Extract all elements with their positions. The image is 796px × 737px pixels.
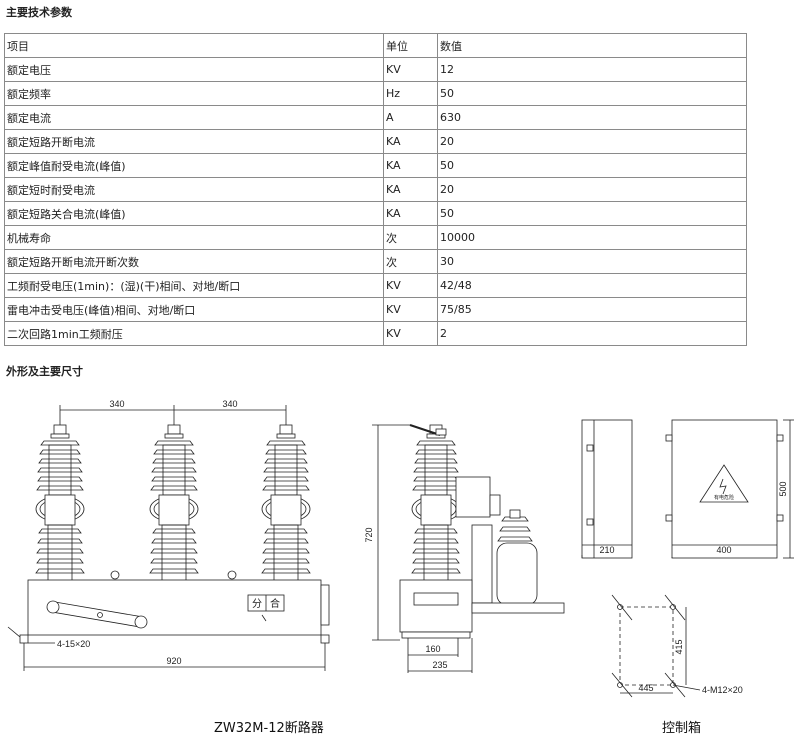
dimension-drawing: 340 340 分 合 4-15×20 920 bbox=[7, 399, 794, 698]
value-cell: 30 bbox=[437, 249, 747, 274]
unit-cell: 单位 bbox=[383, 33, 438, 58]
table-header-row: 项目单位数值 bbox=[4, 33, 747, 58]
side-dim-a: 160 bbox=[425, 644, 440, 654]
param-name-cell: 雷电冲击受电压(峰值)相间、对地/断口 bbox=[4, 297, 384, 322]
unit-cell: KA bbox=[383, 129, 438, 154]
switch-close-label: 合 bbox=[270, 597, 280, 610]
dimensions-heading: 外形及主要尺寸 bbox=[6, 365, 83, 378]
param-name-cell: 额定短路开断电流 bbox=[4, 129, 384, 154]
box-depth-label: 210 bbox=[599, 545, 614, 555]
value-cell: 12 bbox=[437, 57, 747, 82]
value-cell: 50 bbox=[437, 153, 747, 178]
caption-control-box: 控制箱 bbox=[662, 721, 702, 736]
caption-breaker: ZW32M-12断路器 bbox=[214, 721, 324, 736]
mount-width-label: 445 bbox=[638, 683, 653, 693]
mount-height-label: 415 bbox=[674, 639, 684, 654]
side-dim-b: 235 bbox=[432, 660, 447, 670]
unit-cell: KV bbox=[383, 273, 438, 298]
pitch-label-1: 340 bbox=[109, 399, 124, 409]
value-cell: 75/85 bbox=[437, 297, 747, 322]
switch-open-label: 分 bbox=[252, 598, 262, 610]
param-name-cell: 二次回路1min工频耐压 bbox=[4, 321, 384, 346]
warning-text: 有电危险 bbox=[714, 494, 734, 501]
holes-label: 4-15×20 bbox=[57, 639, 90, 649]
unit-cell: Hz bbox=[383, 81, 438, 106]
unit-cell: KV bbox=[383, 297, 438, 322]
value-cell: 20 bbox=[437, 177, 747, 202]
unit-cell: KA bbox=[383, 201, 438, 226]
value-cell: 10000 bbox=[437, 225, 747, 250]
unit-cell: KV bbox=[383, 57, 438, 82]
value-cell: 50 bbox=[437, 201, 747, 226]
side-view: 720 160 235 bbox=[364, 424, 565, 673]
unit-cell: 次 bbox=[383, 249, 438, 274]
unit-cell: KV bbox=[383, 321, 438, 346]
pitch-label-2: 340 bbox=[222, 399, 237, 409]
control-box-drawing: 210 有电危险 400 500 415 445 4-M12×20 bbox=[581, 419, 794, 698]
param-name-cell: 机械寿命 bbox=[4, 225, 384, 250]
width-label: 920 bbox=[166, 656, 181, 666]
param-name-cell: 额定频率 bbox=[4, 81, 384, 106]
unit-cell: 次 bbox=[383, 225, 438, 250]
param-name-cell: 额定峰值耐受电流(峰值) bbox=[4, 153, 384, 178]
unit-cell: KA bbox=[383, 177, 438, 202]
front-view: 340 340 分 合 4-15×20 920 bbox=[7, 399, 330, 671]
unit-cell: KA bbox=[383, 153, 438, 178]
value-cell: 2 bbox=[437, 321, 747, 346]
box-height-label: 500 bbox=[778, 481, 788, 496]
param-name-cell: 工频耐受电压(1min)：(湿)(干)相间、对地/断口 bbox=[4, 273, 384, 298]
height-label: 720 bbox=[364, 527, 374, 542]
param-name-cell: 额定电压 bbox=[4, 57, 384, 82]
param-name-cell: 额定短时耐受电流 bbox=[4, 177, 384, 202]
value-cell: 20 bbox=[437, 129, 747, 154]
value-cell: 42/48 bbox=[437, 273, 747, 298]
param-name-cell: 额定短路开断电流开断次数 bbox=[4, 249, 384, 274]
param-name-cell: 额定短路关合电流(峰值) bbox=[4, 201, 384, 226]
spec-heading: 主要技术参数 bbox=[6, 6, 72, 19]
box-width-label: 400 bbox=[716, 545, 731, 555]
value-cell: 50 bbox=[437, 81, 747, 106]
value-cell: 630 bbox=[437, 105, 747, 130]
param-name-cell: 项目 bbox=[4, 33, 384, 58]
value-cell: 数值 bbox=[437, 33, 747, 58]
param-name-cell: 额定电流 bbox=[4, 105, 384, 130]
mount-holes-label: 4-M12×20 bbox=[702, 685, 743, 695]
unit-cell: A bbox=[383, 105, 438, 130]
